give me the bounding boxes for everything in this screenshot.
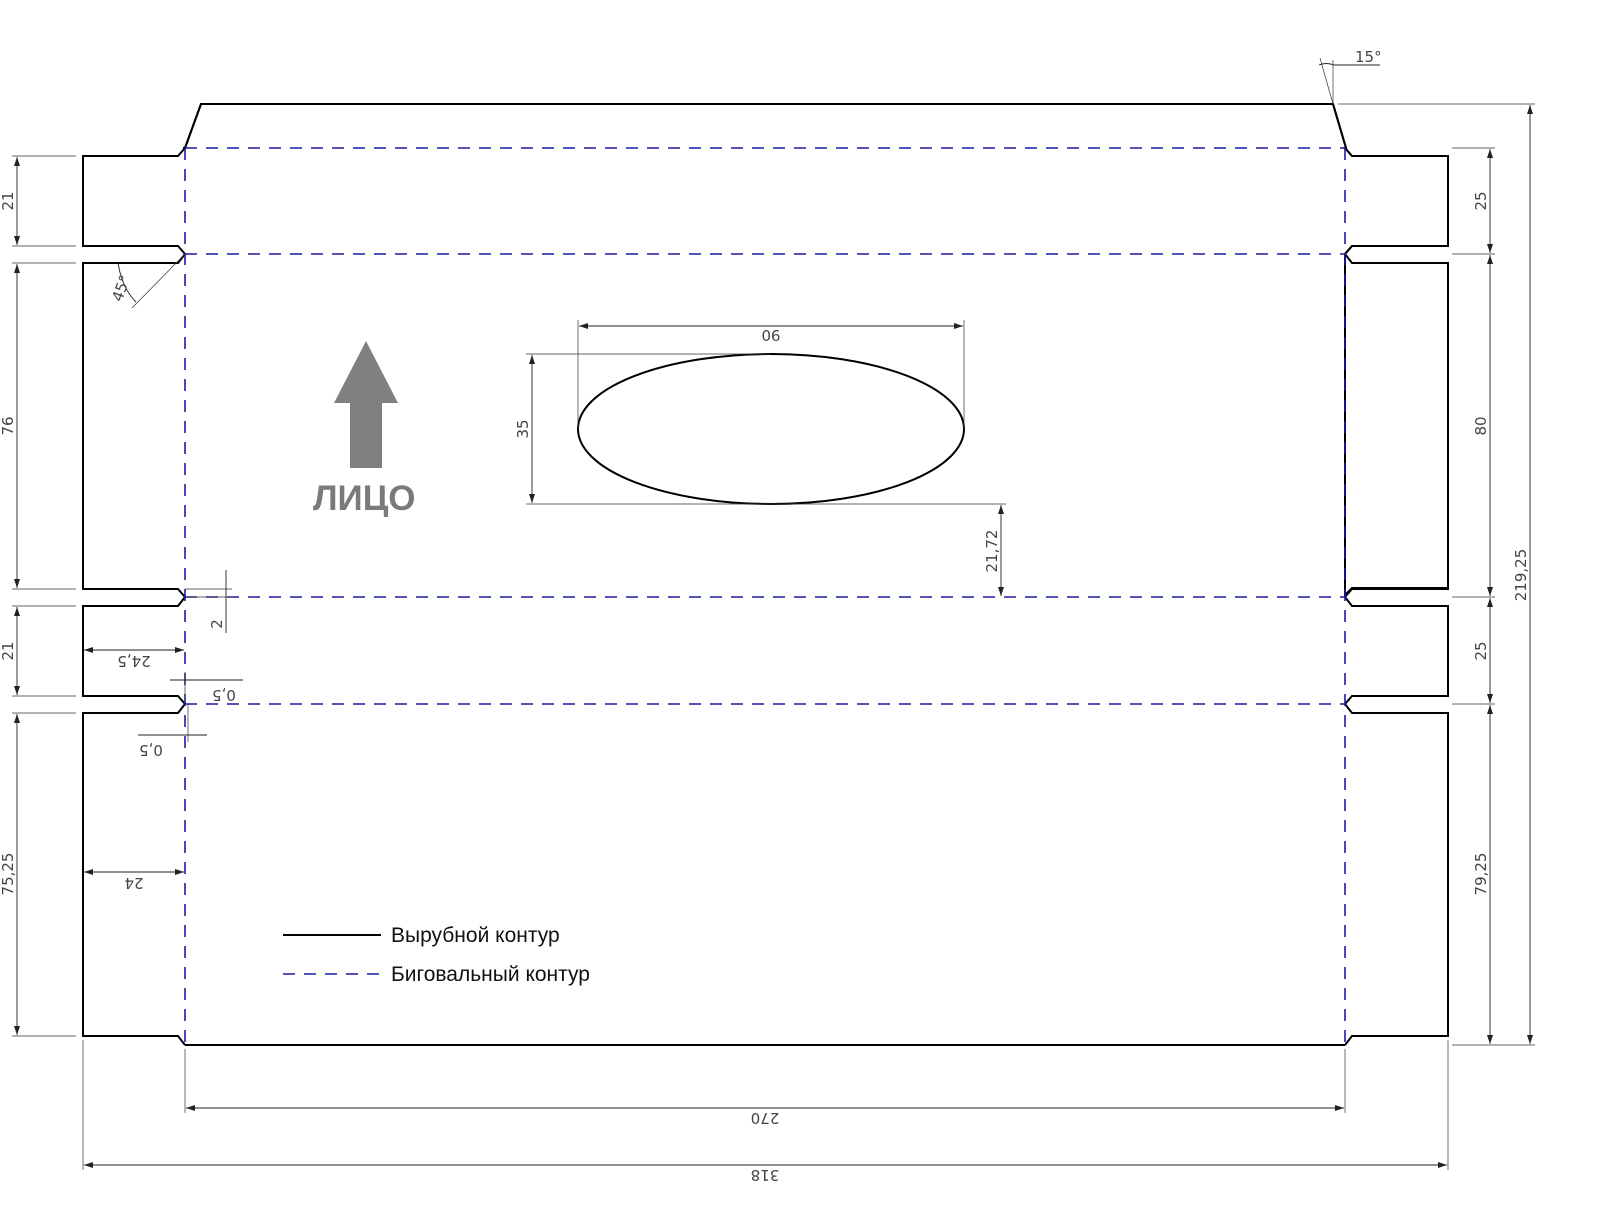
dim-window-height: 35 xyxy=(514,419,532,438)
dim-right-tab-middle: 25 xyxy=(1472,641,1490,660)
dim-right-tab-top: 25 xyxy=(1472,191,1490,210)
legend-cut-label: Вырубной контур xyxy=(391,924,560,947)
legend-crease-label: Биговальный контур xyxy=(391,963,590,986)
dim-overall-width: 318 xyxy=(751,1166,780,1184)
dim-crease-gap: 2 xyxy=(208,619,226,629)
cut-contour xyxy=(82,103,1449,1046)
dim-right-panel-lower: 79,25 xyxy=(1472,853,1490,896)
dim-left-tab-top: 21 xyxy=(0,191,17,210)
dim-window-offset: 21,72 xyxy=(983,530,1001,573)
dim-tab-width-lower: 24 xyxy=(124,874,143,892)
dim-overall-height: 219,25 xyxy=(1512,549,1530,602)
right-panel-lower xyxy=(1344,703,1449,1046)
crease-contour xyxy=(184,147,1346,1045)
dim-left-panel-upper: 76 xyxy=(0,416,17,435)
window-ellipse xyxy=(577,353,965,505)
right-tab-top xyxy=(1344,147,1449,255)
dim-arc-angle-flap xyxy=(1318,63,1380,66)
left-tab-top xyxy=(82,147,186,255)
legend: Вырубной контур Биговальный контур xyxy=(283,924,590,986)
dim-tab-width-upper: 24,5 xyxy=(117,652,150,670)
main-outline xyxy=(183,103,1449,598)
left-panel-upper xyxy=(82,253,186,598)
dim-inner-width: 270 xyxy=(751,1109,780,1127)
dim-notch-lower: 0,5 xyxy=(139,741,163,759)
left-panel-lower xyxy=(82,703,186,1046)
face-label: ЛИЦО xyxy=(313,479,416,518)
face-marker: ЛИЦО xyxy=(313,341,416,518)
right-tab-middle xyxy=(1344,596,1449,705)
top-flap xyxy=(184,103,1347,149)
dim-right-panel-upper: 80 xyxy=(1472,416,1490,435)
dim-notch-upper: 0,5 xyxy=(212,686,236,704)
dim-angle-tab: 45° xyxy=(108,273,134,304)
right-panel-upper xyxy=(1344,253,1449,598)
dim-angle-flap: 15° xyxy=(1355,48,1382,66)
up-arrow-icon xyxy=(334,341,398,468)
dim-left-tab-middle: 21 xyxy=(0,641,17,660)
dim-window-width: 90 xyxy=(761,326,780,344)
dim-left-panel-lower: 75,25 xyxy=(0,853,17,896)
dimensions: 21 76 21 75,25 25 80 25 79,25 219,25 90 xyxy=(0,48,1535,1184)
left-tab-middle xyxy=(82,596,186,705)
dim-arc-angle-tab xyxy=(117,262,137,303)
